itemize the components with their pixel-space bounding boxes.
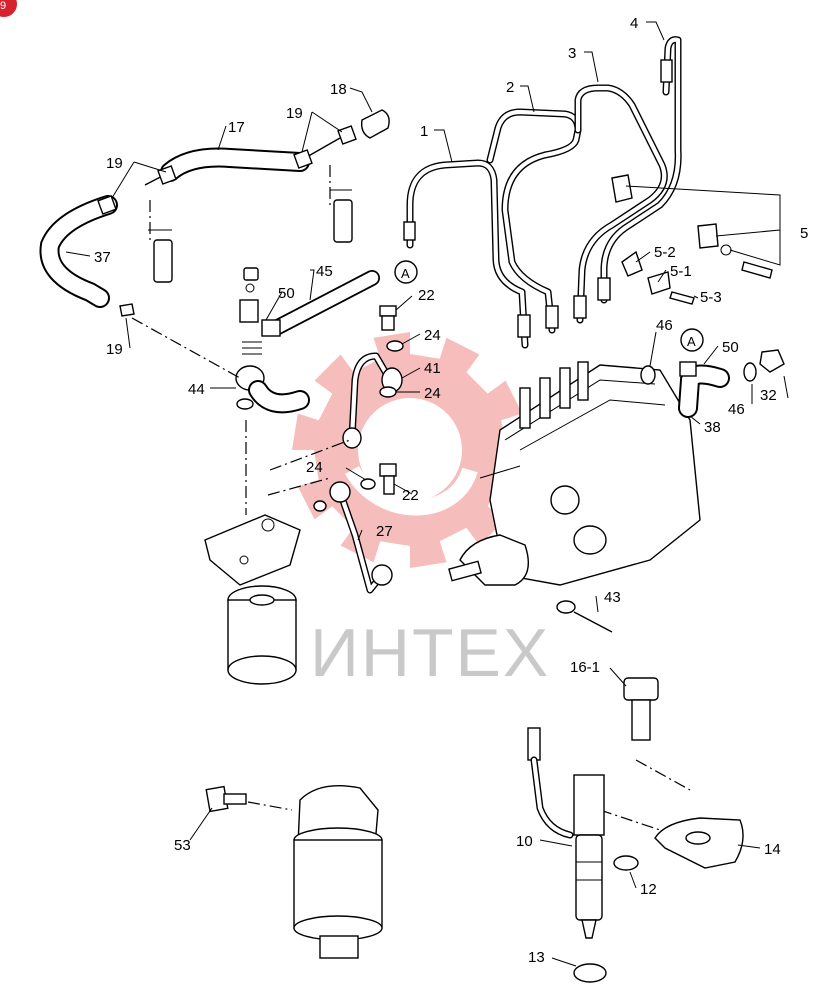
banjo-fitting-44 (235, 365, 310, 414)
fuel-pipe-41 (342, 352, 403, 449)
return-hose-37 (39, 195, 118, 308)
banjo-bolt-22-lower (379, 463, 397, 495)
callout-10: 10 (516, 833, 533, 850)
callout-27: 27 (376, 523, 393, 540)
svg-text:A: A (687, 334, 696, 349)
washer-24-middle (379, 386, 397, 398)
callout-43: 43 (604, 589, 621, 606)
corner-badge-glyph: 9 (0, 0, 6, 12)
injection-nozzle-10 (527, 727, 605, 939)
callout-38: 38 (704, 419, 721, 436)
washer-13 (573, 963, 607, 983)
injection-pipe-1 (403, 159, 531, 349)
callout-32: 32 (760, 387, 777, 404)
assembly-line-3 (269, 439, 351, 471)
cap-nut-32 (759, 349, 785, 373)
callout-50-right: 50 (722, 339, 739, 356)
overflow-pipe-45 (261, 270, 380, 337)
fuel-filter-cartridge (227, 585, 297, 685)
washer-46-lower (743, 362, 757, 382)
callout-4: 4 (630, 15, 638, 32)
washer-24-upper (386, 340, 404, 352)
callout-5-2: 5-2 (654, 244, 676, 261)
callout-19-bottom: 19 (106, 341, 123, 358)
assembly-line-4 (267, 477, 331, 496)
callout-53: 53 (174, 837, 191, 854)
svg-text:A: A (401, 266, 410, 281)
callout-22-lower: 22 (402, 487, 419, 504)
end-cap-18 (360, 109, 390, 139)
watermark-gear-logo (292, 332, 528, 568)
watermark-text: ИНТЕХ (310, 615, 550, 691)
pipe-clamp-5-2 (621, 250, 643, 277)
injection-pipe-3 (573, 84, 668, 324)
nozzle-holder-left (148, 200, 173, 283)
washer-24-left (313, 500, 327, 512)
callout-5: 5 (800, 225, 808, 242)
nozzle-holder-bolt-16-1 (623, 677, 659, 741)
callout-46-upper: 46 (656, 317, 673, 334)
callout-13: 13 (528, 949, 545, 966)
callout-3: 3 (568, 45, 576, 62)
banjo-bolt-stack-50 (239, 267, 262, 355)
washer-46-upper (640, 365, 656, 385)
callout-44: 44 (188, 381, 205, 398)
fuel-pipe-27 (329, 481, 393, 594)
callout-2: 2 (506, 79, 514, 96)
callout-22-upper: 22 (418, 287, 435, 304)
nozzle-holder-right (329, 165, 353, 243)
assembly-line-5 (635, 759, 691, 791)
washer-12 (613, 855, 639, 871)
clamp-bolt-5-3 (669, 291, 695, 305)
assembly-line-1 (131, 317, 241, 379)
callout-14: 14 (764, 841, 781, 858)
nozzle-bracket-14 (654, 817, 744, 869)
pipe-clamp-5 (611, 174, 773, 279)
callout-5-1: 5-1 (670, 263, 692, 280)
marker-a-lower: A (680, 328, 704, 352)
callout-5-3: 5-3 (700, 289, 722, 306)
pipe-clamp-5-1 (647, 271, 671, 295)
callout-17: 17 (228, 119, 245, 136)
callout-19-top: 19 (286, 105, 303, 122)
callout-24-middle: 24 (424, 385, 441, 402)
hose-clips-19 (97, 125, 357, 317)
banjo-bolt-22-upper (379, 305, 397, 331)
injection-pipe-4 (597, 36, 682, 304)
callout-labels: 4 3 2 1 18 17 19 19 19 37 5 5-2 5-1 5-3 … (94, 15, 808, 966)
callout-1: 1 (420, 123, 428, 140)
callout-24-lower: 24 (306, 459, 323, 476)
injection-pump (448, 361, 701, 586)
marker-a-upper: A (394, 260, 418, 284)
banjo-bolt-43 (556, 600, 613, 633)
corner-badge (0, 0, 17, 17)
callout-41: 41 (424, 360, 441, 377)
fuel-hose-38 (678, 361, 730, 418)
callout-37: 37 (94, 249, 111, 266)
callout-19-left: 19 (106, 155, 123, 172)
fuel-filter-head (204, 514, 301, 586)
washer-24-lower (360, 478, 376, 490)
fuel-filter-assembly (293, 785, 383, 959)
assembly-line-7 (247, 801, 293, 811)
injection-pipe-2 (486, 108, 582, 334)
callout-16-1: 16-1 (570, 659, 600, 676)
assembly-line-6 (599, 809, 661, 831)
callout-45: 45 (316, 263, 333, 280)
callout-18: 18 (330, 81, 347, 98)
callout-50-left: 50 (278, 285, 295, 302)
fuel-filter-bolt-53 (205, 785, 247, 813)
callout-12: 12 (640, 881, 657, 898)
callout-leaders (65, 21, 789, 967)
callout-46-lower: 46 (728, 401, 745, 418)
callout-24-upper: 24 (424, 327, 441, 344)
